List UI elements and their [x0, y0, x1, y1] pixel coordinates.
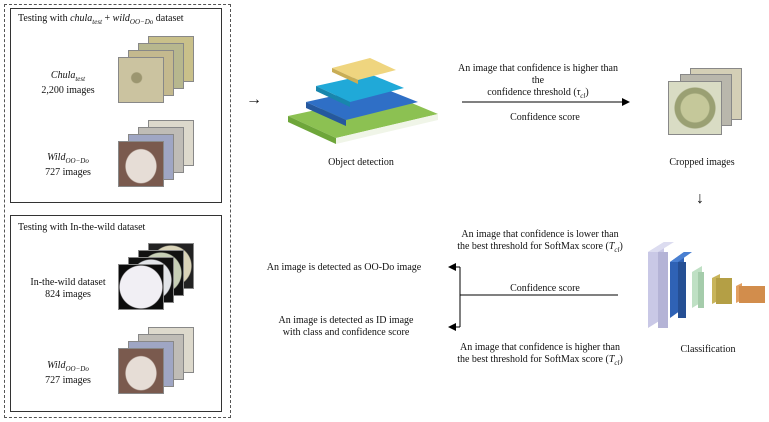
title-chula: chula	[70, 13, 93, 24]
t-sub: cl	[614, 246, 620, 254]
t-sub: cl	[614, 359, 620, 367]
confidence-score-bottom: Confidence score	[510, 283, 580, 294]
t-symbol: T	[608, 354, 615, 365]
wild-oodo-caption-bottom: WildOO−Do 727 images	[28, 360, 108, 387]
confidence-score-top: Confidence score	[510, 112, 580, 123]
detection-layer-blue	[306, 86, 418, 120]
higher-confidence-line2: the best threshold for SoftMax score (	[457, 354, 609, 365]
wild-name-bottom: Wild	[47, 360, 66, 371]
cropped-images-label: Cropped images	[669, 157, 735, 168]
in-the-wild-name: In-the-wild dataset	[30, 277, 106, 288]
chula-count: 2,200 images	[41, 85, 95, 96]
in-the-wild-caption: In-the-wild dataset 824 images	[18, 277, 118, 301]
chula-image-stack	[118, 36, 198, 106]
wild-name-top: Wild	[47, 152, 66, 163]
in-the-wild-count: 824 images	[45, 289, 91, 300]
microscope-image	[668, 81, 722, 135]
wild-image-stack-bottom	[118, 327, 198, 397]
id-result: An image is detected as ID image with cl…	[256, 315, 436, 339]
id-result-line1: An image is detected as ID image	[278, 315, 414, 326]
arrow-to-cropped	[462, 98, 630, 106]
microscope-image	[118, 264, 164, 310]
title-wild: wild	[112, 13, 130, 24]
cropped-image-stack	[668, 68, 748, 138]
higher-confidence-line1: An image that confidence is higher than	[460, 342, 620, 353]
classification-label: Classification	[680, 344, 736, 355]
tau-symbol: τ	[576, 87, 581, 98]
lower-confidence-line1: An image that confidence is lower than	[461, 229, 619, 240]
paren-close: )	[585, 87, 589, 98]
detection-layer-cyan	[316, 74, 404, 102]
lower-confidence-text: An image that confidence is lower than t…	[440, 229, 640, 256]
wild-image-stack-top	[118, 120, 198, 190]
high-confidence-text: An image that confidence is higher than …	[452, 63, 624, 102]
cat-image	[118, 348, 164, 394]
detection-layer-yellow	[332, 58, 396, 80]
object-detection-icon	[288, 58, 438, 144]
wild-count-top: 727 images	[45, 167, 91, 178]
lower-confidence-line2: the best threshold for SoftMax score (	[457, 241, 609, 252]
microscope-image	[118, 57, 164, 103]
panel-chula-wild-title: Testing with chulatest + wildOO−Do datas…	[18, 13, 184, 28]
wild-sub-top: OO−Do	[65, 157, 89, 165]
title-wild-sub: OO−Do	[129, 18, 154, 26]
high-confidence-line2: confidence threshold (	[487, 87, 577, 98]
chula-name: Chula	[50, 70, 76, 81]
title-plus: +	[102, 13, 113, 24]
paren-close: )	[619, 241, 623, 252]
cat-image	[118, 141, 164, 187]
branch-arrows	[448, 263, 618, 331]
chula-test-caption: Chulatest 2,200 images	[28, 70, 108, 97]
classification-icon	[648, 242, 765, 328]
panel-in-the-wild-title: Testing with In-the-wild dataset	[18, 222, 146, 233]
paren-close: )	[619, 354, 623, 365]
title-chula-sub: test	[92, 18, 103, 26]
high-confidence-line1: An image that confidence is higher than …	[458, 63, 618, 86]
wild-sub-bottom: OO−Do	[65, 365, 89, 373]
title-suffix: dataset	[153, 13, 184, 24]
t-symbol: T	[608, 241, 615, 252]
wild-count-bottom: 727 images	[45, 375, 91, 386]
wild-oodo-caption-top: WildOO−Do 727 images	[28, 152, 108, 179]
higher-confidence-text: An image that confidence is higher than …	[440, 342, 640, 369]
in-the-wild-image-stack	[118, 243, 198, 313]
ood-result: An image is detected as OO-Do image	[266, 262, 422, 273]
dataset-container	[4, 4, 231, 418]
chula-sub: test	[75, 75, 86, 83]
tau-sub: cl	[580, 92, 586, 100]
object-detection-label: Object detection	[328, 157, 394, 168]
title-prefix: Testing with	[18, 13, 71, 24]
input-arrow: →	[246, 91, 262, 108]
down-arrow: ↓	[696, 190, 704, 207]
id-result-line2: with class and confidence score	[282, 327, 410, 338]
